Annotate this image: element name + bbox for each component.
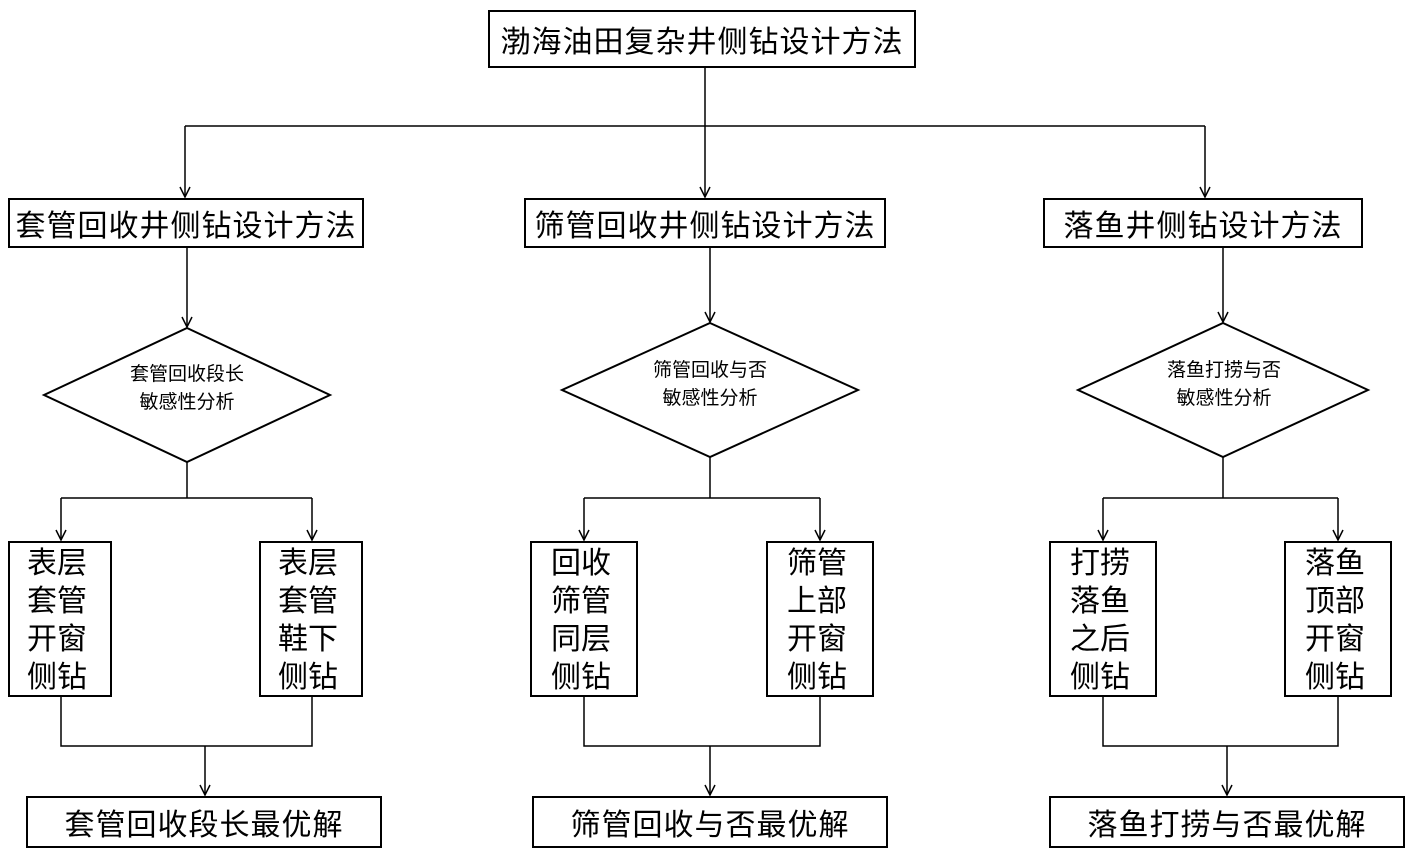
method-box-screen-recovery: 筛管回收井侧钻设计方法 bbox=[524, 198, 886, 248]
result-box-fish-well: 落鱼打捞与否最优解 bbox=[1049, 796, 1405, 848]
option-box-fish-1: 打捞落鱼之后侧钻 bbox=[1049, 541, 1157, 697]
method-label: 筛管回收井侧钻设计方法 bbox=[534, 209, 876, 244]
method-box-casing-recovery: 套管回收井侧钻设计方法 bbox=[8, 198, 364, 248]
option-box-casing-2: 表层套管鞋下侧钻 bbox=[259, 541, 363, 697]
option-box-screen-2: 筛管上部开窗侧钻 bbox=[766, 541, 874, 697]
merge-line-0 bbox=[60, 697, 313, 747]
result-label: 落鱼打捞与否最优解 bbox=[1087, 808, 1367, 843]
option-box-screen-1: 回收筛管同层侧钻 bbox=[530, 541, 638, 697]
option-label: 打捞落鱼之后侧钻 bbox=[1070, 546, 1130, 695]
decision-label-casing-recovery: 套管回收段长敏感性分析 bbox=[129, 363, 244, 413]
option-label: 表层套管鞋下侧钻 bbox=[278, 546, 338, 695]
method-box-fish-well: 落鱼井侧钻设计方法 bbox=[1043, 198, 1363, 248]
result-box-screen-recovery: 筛管回收与否最优解 bbox=[532, 796, 888, 848]
option-box-casing-1: 表层套管开窗侧钻 bbox=[8, 541, 112, 697]
option-label: 落鱼顶部开窗侧钻 bbox=[1305, 546, 1365, 695]
merge-line-2 bbox=[1102, 697, 1339, 747]
method-label: 套管回收井侧钻设计方法 bbox=[15, 209, 357, 244]
option-label: 筛管上部开窗侧钻 bbox=[787, 546, 847, 695]
root-label: 渤海油田复杂井侧钻设计方法 bbox=[500, 25, 904, 60]
root-box: 渤海油田复杂井侧钻设计方法 bbox=[488, 10, 916, 68]
result-label: 筛管回收与否最优解 bbox=[570, 808, 850, 843]
decision-label-fish-well: 落鱼打捞与否敏感性分析 bbox=[1166, 359, 1281, 409]
option-label: 表层套管开窗侧钻 bbox=[27, 546, 87, 695]
merge-line-1 bbox=[583, 697, 821, 747]
decision-label-screen-recovery: 筛管回收与否敏感性分析 bbox=[652, 359, 767, 409]
method-label: 落鱼井侧钻设计方法 bbox=[1063, 209, 1343, 244]
option-box-fish-2: 落鱼顶部开窗侧钻 bbox=[1284, 541, 1392, 697]
option-label: 回收筛管同层侧钻 bbox=[551, 546, 611, 695]
result-label: 套管回收段长最优解 bbox=[64, 808, 344, 843]
result-box-casing-recovery: 套管回收段长最优解 bbox=[26, 796, 382, 848]
